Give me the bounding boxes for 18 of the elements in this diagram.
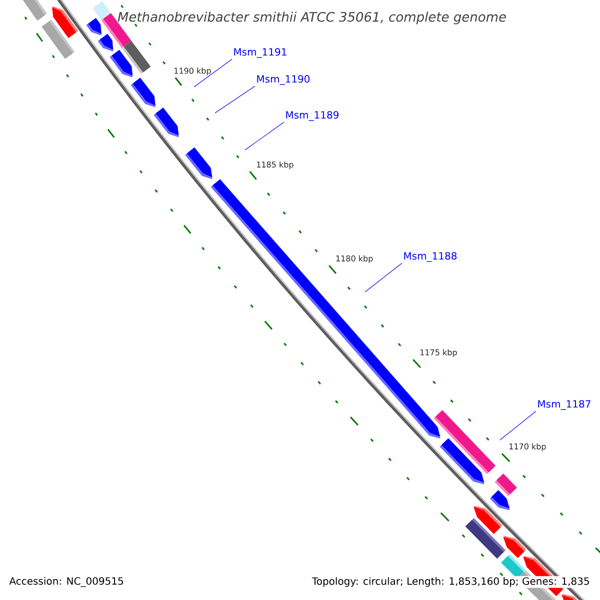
title: Methanobrevibacter smithii ATCC 35061, complete genome xyxy=(118,12,506,24)
scale-label: 1190 kbp xyxy=(172,66,212,76)
footer-text: Topology: circular; Length: 1,853,160 bp; Genes: 1,835 xyxy=(310,576,591,588)
leader-line xyxy=(364,262,402,292)
leader-line xyxy=(244,122,284,150)
scale-label: 1185 kbp xyxy=(255,160,295,170)
gene-label: Msm_1190 xyxy=(257,75,310,85)
gene-label: Msm_1189 xyxy=(286,111,339,121)
scale-label: 1170 kbp xyxy=(508,442,548,452)
scale-label: 1180 kbp xyxy=(334,254,374,264)
gene-label: Msm_1188 xyxy=(404,252,457,262)
gene-label: Msm_1191 xyxy=(234,48,286,58)
scale-label: 1175 kbp xyxy=(418,348,458,358)
leader-line xyxy=(214,86,256,114)
gene-label: Msm_1187 xyxy=(538,400,590,410)
leader-line xyxy=(194,58,232,88)
footer-text: Accession: NC_009515 xyxy=(8,576,125,588)
leader-line xyxy=(500,410,536,440)
